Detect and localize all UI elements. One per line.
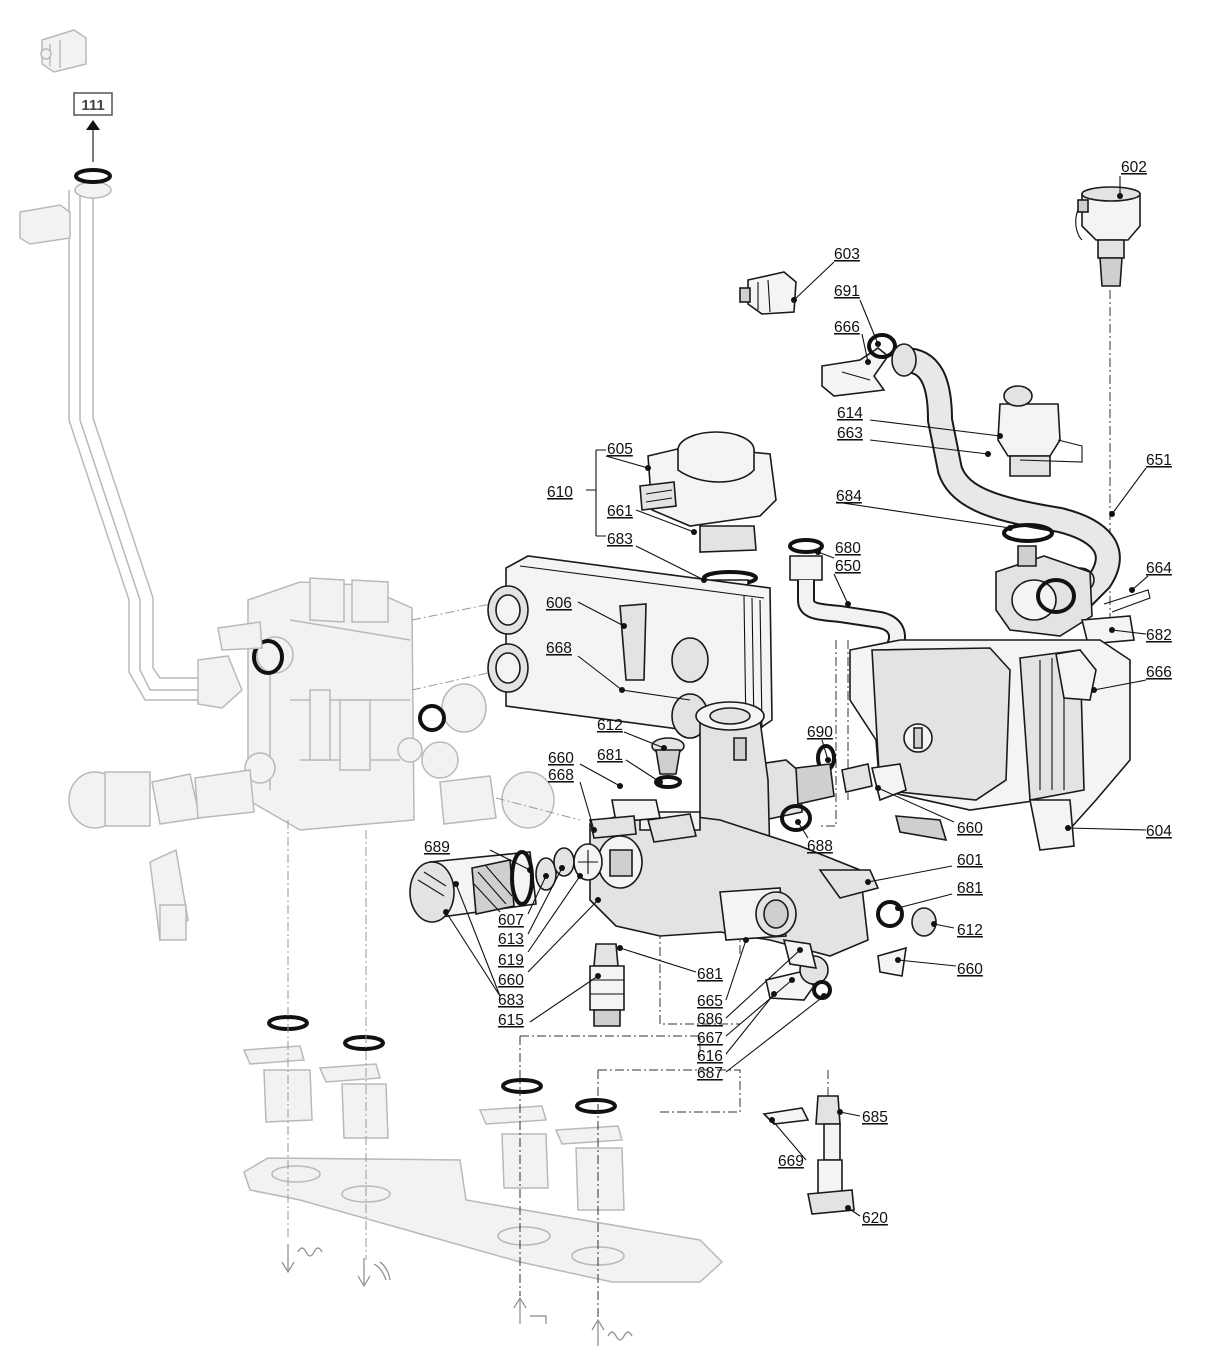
- callout-666-upper[interactable]: 666: [834, 319, 860, 336]
- callout-666-lower[interactable]: 666: [1146, 664, 1172, 681]
- callout-687[interactable]: 687: [697, 1065, 723, 1082]
- callout-668-upper[interactable]: 668: [546, 640, 572, 657]
- reference-label: 111: [81, 97, 104, 114]
- callout-684[interactable]: 684: [836, 488, 862, 505]
- part-connector-603: [739, 271, 797, 315]
- part-valve-612-top: [651, 737, 685, 789]
- part-hydraulic-block-601: [589, 701, 880, 957]
- callout-691[interactable]: 691: [834, 283, 860, 300]
- callout-610[interactable]: 610: [547, 484, 573, 501]
- callout-601[interactable]: 601: [957, 852, 983, 869]
- callout-650[interactable]: 650: [835, 558, 861, 575]
- callout-660-left[interactable]: 660: [498, 972, 524, 989]
- part-drain-tap-620: [762, 1095, 855, 1215]
- callout-612-top[interactable]: 612: [597, 717, 623, 734]
- ghost-hydraulic-block: [217, 577, 459, 831]
- callout-690[interactable]: 690: [807, 724, 833, 741]
- ghost-mounting-plate: [243, 1157, 724, 1283]
- callout-619[interactable]: 619: [498, 952, 524, 969]
- callout-605[interactable]: 605: [607, 441, 633, 458]
- part-pump-head: [995, 523, 1093, 637]
- callout-660-right[interactable]: 660: [957, 961, 983, 978]
- callout-689[interactable]: 689: [424, 839, 450, 856]
- callout-616[interactable]: 616: [697, 1048, 723, 1065]
- callout-660-pump[interactable]: 660: [957, 820, 983, 837]
- part-pump-body-604: [849, 639, 1131, 851]
- callout-683-top[interactable]: 683: [607, 531, 633, 548]
- ghost-flow-symbols: [281, 1244, 633, 1346]
- part-pressure-sensor-602: [1075, 186, 1141, 287]
- callout-606[interactable]: 606: [546, 595, 572, 612]
- reference-111[interactable]: 111: [73, 92, 113, 162]
- part-clips-664-682: [1080, 589, 1151, 645]
- callout-680[interactable]: 680: [835, 540, 861, 557]
- callout-669[interactable]: 669: [778, 1153, 804, 1170]
- callout-681-right[interactable]: 681: [957, 880, 983, 897]
- callout-686[interactable]: 686: [697, 1011, 723, 1028]
- callout-661[interactable]: 661: [607, 503, 633, 520]
- callout-681-top[interactable]: 681: [597, 747, 623, 764]
- assembly-axes: [287, 290, 1111, 1320]
- ghost-top-left-module: [40, 29, 87, 73]
- callout-665[interactable]: 665: [697, 993, 723, 1010]
- ghost-bent-pipe: [19, 168, 243, 709]
- callout-668-lower[interactable]: 668: [548, 767, 574, 784]
- ghost-fittings: [68, 683, 555, 942]
- part-heat-exchanger-606: [487, 555, 773, 739]
- callout-612-right[interactable]: 612: [957, 922, 983, 939]
- part-pipe-650: [788, 538, 906, 656]
- callout-607[interactable]: 607: [498, 912, 524, 929]
- callout-615[interactable]: 615: [498, 1012, 524, 1029]
- callout-620[interactable]: 620: [862, 1210, 888, 1227]
- callout-613[interactable]: 613: [498, 931, 524, 948]
- part-cartridge-615: [589, 943, 625, 1027]
- callout-604[interactable]: 604: [1146, 823, 1172, 840]
- part-cartridge-689: [409, 843, 603, 923]
- callout-660-top[interactable]: 660: [548, 750, 574, 767]
- ghost-bottom-connectors: [242, 1015, 625, 1211]
- callout-685[interactable]: 685: [862, 1109, 888, 1126]
- callout-603[interactable]: 603: [834, 246, 860, 263]
- leader-lines: [443, 176, 1149, 1217]
- callout-682[interactable]: 682: [1146, 627, 1172, 644]
- part-hose-651: [891, 343, 1121, 610]
- part-clip-666-upper: [821, 333, 897, 397]
- callout-664[interactable]: 664: [1146, 560, 1172, 577]
- part-sensor-614: [997, 385, 1083, 477]
- callout-681-bottom[interactable]: 681: [697, 966, 723, 983]
- callout-683-bottom[interactable]: 683: [498, 992, 524, 1009]
- ghost-parts: [19, 29, 724, 1346]
- callout-667[interactable]: 667: [697, 1030, 723, 1047]
- callout-663[interactable]: 663: [837, 425, 863, 442]
- callout-labels: 602 603 691 666 614 663 651 605 610 661 …: [424, 159, 1172, 1227]
- callout-651[interactable]: 651: [1146, 452, 1172, 469]
- foreground-parts: [409, 186, 1151, 1215]
- callout-602[interactable]: 602: [1121, 159, 1147, 176]
- part-valve-612-lower: [876, 900, 937, 977]
- callout-614[interactable]: 614: [837, 405, 863, 422]
- callout-688[interactable]: 688: [807, 838, 833, 855]
